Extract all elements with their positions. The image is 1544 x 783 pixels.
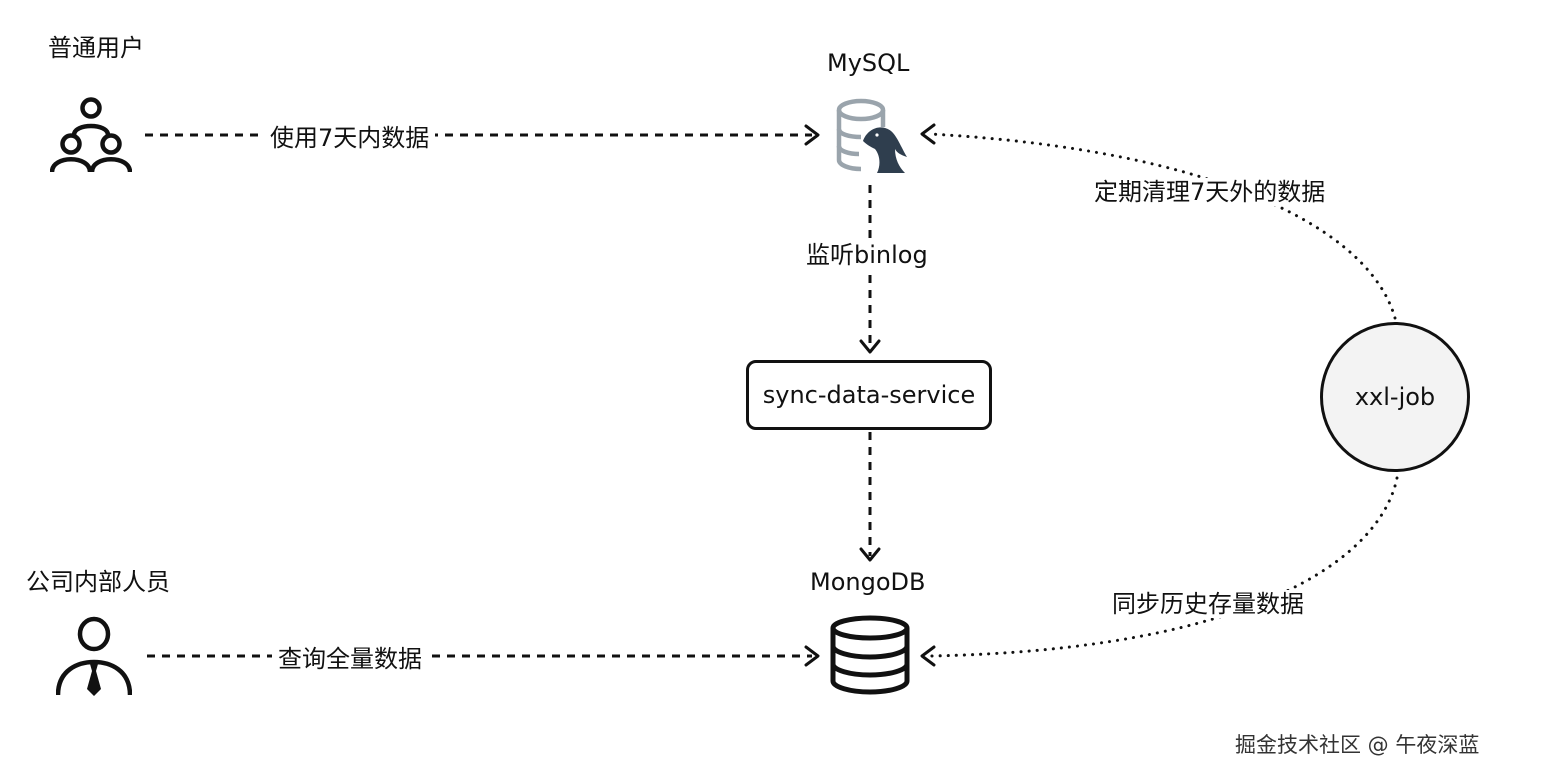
arrowhead-job-to-mongo — [920, 645, 936, 667]
internal-staff-label: 公司内部人员 — [26, 568, 170, 596]
edge-job-to-mysql — [928, 132, 1397, 320]
xxl-job-node: xxl-job — [1320, 322, 1470, 472]
sync-data-service-node: sync-data-service — [746, 360, 992, 430]
edge-label-staff-to-mongo: 查询全量数据 — [272, 645, 428, 673]
edge-label-user-to-mysql: 使用7天内数据 — [264, 124, 436, 152]
mysql-database-icon — [836, 98, 907, 173]
user-group-icon — [50, 97, 132, 173]
arrowhead-job-to-mysql — [920, 123, 936, 145]
edge-job-to-mongo — [928, 476, 1399, 658]
arrowhead-sync-to-mongo — [859, 547, 881, 562]
arrowhead-user-to-mysql — [804, 124, 820, 146]
watermark: 掘金技术社区 @ 午夜深蓝 — [1235, 733, 1480, 757]
database-icon — [830, 615, 910, 695]
edge-label-job-to-mysql: 定期清理7天外的数据 — [1088, 178, 1332, 206]
edge-label-job-to-mongo: 同步历史存量数据 — [1106, 590, 1310, 618]
xxl-job-label: xxl-job — [1354, 383, 1436, 411]
mysql-label: MySQL — [827, 49, 910, 77]
normal-user-label: 普通用户 — [48, 34, 144, 62]
businessman-icon — [56, 616, 132, 696]
edge-label-mysql-to-sync: 监听binlog — [800, 241, 934, 269]
arrowhead-staff-to-mongo — [804, 645, 820, 667]
arrowhead-mysql-to-sync — [859, 339, 881, 354]
sync-data-service-label: sync-data-service — [762, 381, 976, 409]
mongodb-label: MongoDB — [810, 568, 926, 596]
